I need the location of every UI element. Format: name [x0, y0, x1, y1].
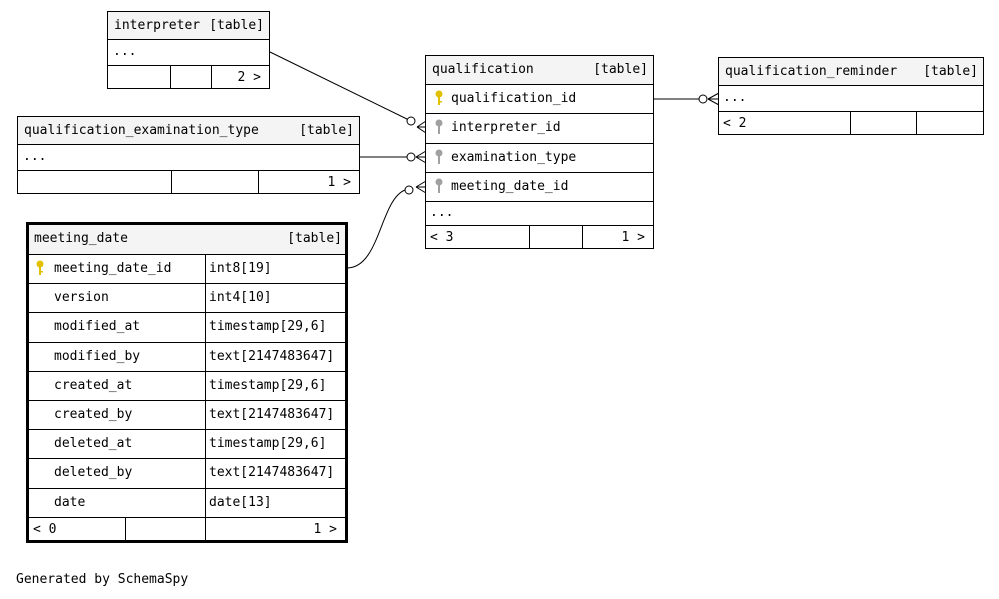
column-name: deleted_at [54, 436, 133, 452]
column-list: meeting_date_id int8[19] version int4[10] mo… [29, 255, 345, 518]
column-row: deleted_by text[2147483647] [29, 459, 345, 489]
column-row: deleted_at timestamp[29,6] [29, 430, 345, 460]
column-type: timestamp[29,6] [209, 436, 327, 452]
column-row: modified_at timestamp[29,6] [29, 313, 345, 343]
table-name: qualification [432, 62, 534, 77]
table-header: qualification_examination_type [table] [18, 117, 359, 145]
table-tag: [table] [299, 123, 354, 138]
table-footer: < 0 1 > [29, 517, 345, 542]
columns-ellipsis: ... [18, 145, 359, 171]
column-type: int8[19] [209, 261, 272, 276]
primary-key-icon [435, 90, 443, 105]
column-row: modified_by text[2147483647] [29, 342, 345, 372]
column-name: date [54, 494, 86, 510]
table-interpreter[interactable]: interpreter [table] ... 2 > [107, 11, 270, 89]
column-row: meeting_date_id int8[19] [29, 255, 345, 285]
column-row: qualification_id [426, 85, 653, 115]
column-row: created_at timestamp[29,6] [29, 371, 345, 401]
column-name: deleted_by [54, 465, 133, 481]
column-name: modified_at [54, 319, 141, 335]
children-count: 1 > [327, 175, 351, 190]
column-name: modified_by [54, 348, 141, 364]
table-tag: [table] [209, 18, 264, 33]
table-footer: 2 > [108, 66, 269, 88]
column-name: meeting_date_id [451, 178, 569, 194]
column-type: text[2147483647] [209, 348, 335, 364]
foreign-key-icon [435, 178, 443, 193]
table-name: meeting_date [34, 231, 128, 246]
table-meeting-date[interactable]: meeting_date [table] meeting_date_id int8… [26, 222, 348, 543]
column-type: timestamp[29,6] [209, 377, 327, 393]
parents-count: < 3 [430, 230, 454, 246]
foreign-key-icon [435, 119, 443, 135]
column-name: version [54, 290, 109, 306]
children-count: 1 > [313, 521, 337, 537]
column-type: date[13] [209, 494, 272, 510]
relation-interpreter [269, 51, 412, 122]
table-qualification[interactable]: qualification [table] qualification_id i… [425, 55, 654, 249]
column-name: interpreter_id [451, 120, 561, 136]
table-tag: [table] [593, 62, 648, 77]
column-name: meeting_date_id [54, 261, 172, 276]
children-count: 1 > [621, 230, 645, 246]
column-type: int4[10] [209, 290, 272, 306]
column-name: created_at [54, 377, 133, 393]
table-name: interpreter [114, 18, 201, 33]
columns-ellipsis: ... [108, 40, 269, 66]
column-name: examination_type [451, 149, 577, 165]
table-qualification-examination-type[interactable]: qualification_examination_type [table] .… [17, 116, 360, 194]
parents-count: < 2 [723, 116, 747, 131]
column-row: interpreter_id [426, 114, 653, 144]
table-tag: [table] [923, 64, 978, 79]
table-tag: [table] [287, 231, 342, 246]
table-footer: < 3 1 > [426, 226, 653, 249]
column-type: text[2147483647] [209, 406, 335, 422]
column-row: meeting_date_id [426, 173, 653, 203]
table-header: interpreter [table] [108, 12, 269, 40]
foreign-key-icon [435, 149, 443, 164]
generated-by-footer: Generated by SchemaSpy [16, 572, 189, 587]
table-qualification-reminder[interactable]: qualification_reminder [table] ... < 2 [718, 57, 984, 135]
parents-count: < 0 [33, 521, 57, 537]
relation-meeting-date [346, 189, 406, 269]
children-count: 2 > [237, 70, 261, 85]
column-type: timestamp[29,6] [209, 319, 327, 335]
table-name: qualification_examination_type [24, 123, 259, 138]
column-row: created_by text[2147483647] [29, 400, 345, 431]
column-row: examination_type [426, 144, 653, 173]
column-row: version int4[10] [29, 284, 345, 314]
column-row: date date[13] [29, 488, 345, 518]
table-name: qualification_reminder [725, 64, 898, 79]
table-footer: 1 > [18, 171, 359, 193]
table-footer: < 2 [719, 112, 983, 134]
table-header: qualification [table] [426, 56, 653, 85]
columns-ellipsis: ... [426, 202, 653, 227]
column-name: created_by [54, 406, 133, 422]
column-type: text[2147483647] [209, 465, 335, 481]
table-header: meeting_date [table] [29, 225, 345, 255]
column-name: qualification_id [451, 91, 577, 106]
primary-key-icon [36, 260, 44, 275]
columns-ellipsis: ... [719, 86, 983, 112]
table-header: qualification_reminder [table] [719, 58, 983, 86]
